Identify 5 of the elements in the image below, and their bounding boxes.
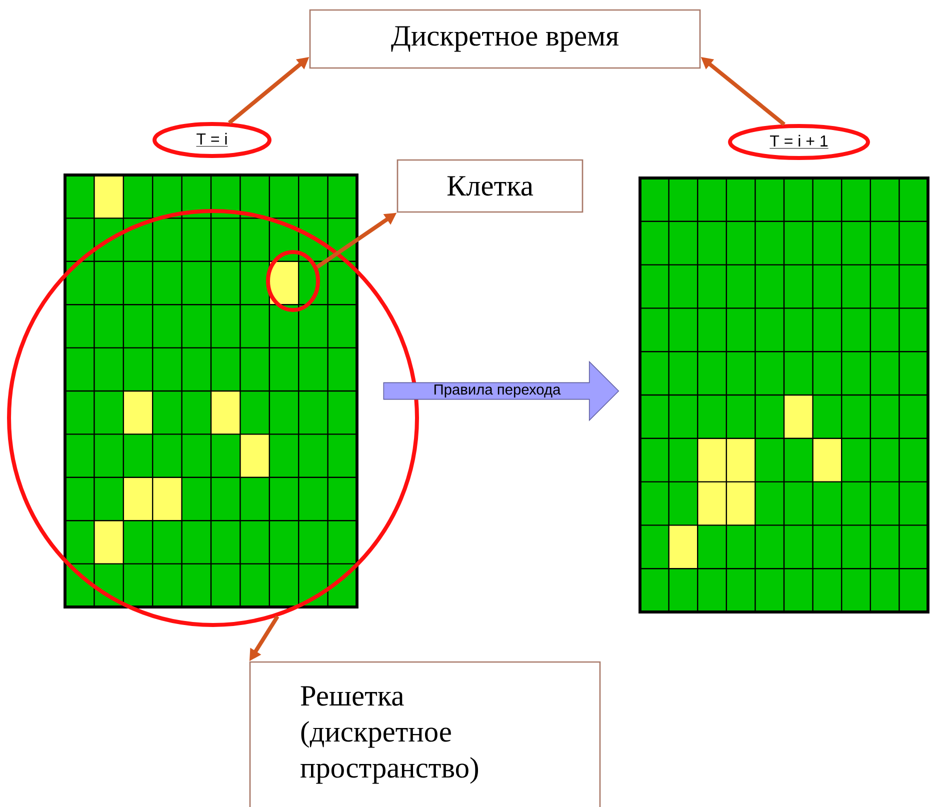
label-box: Клетка <box>396 159 584 213</box>
label-box: Дискретное время <box>309 9 701 69</box>
highlight-circle <box>266 250 320 312</box>
label-box: Решетка (дискретное пространство) <box>249 661 601 807</box>
highlight-ellipse <box>7 209 419 627</box>
